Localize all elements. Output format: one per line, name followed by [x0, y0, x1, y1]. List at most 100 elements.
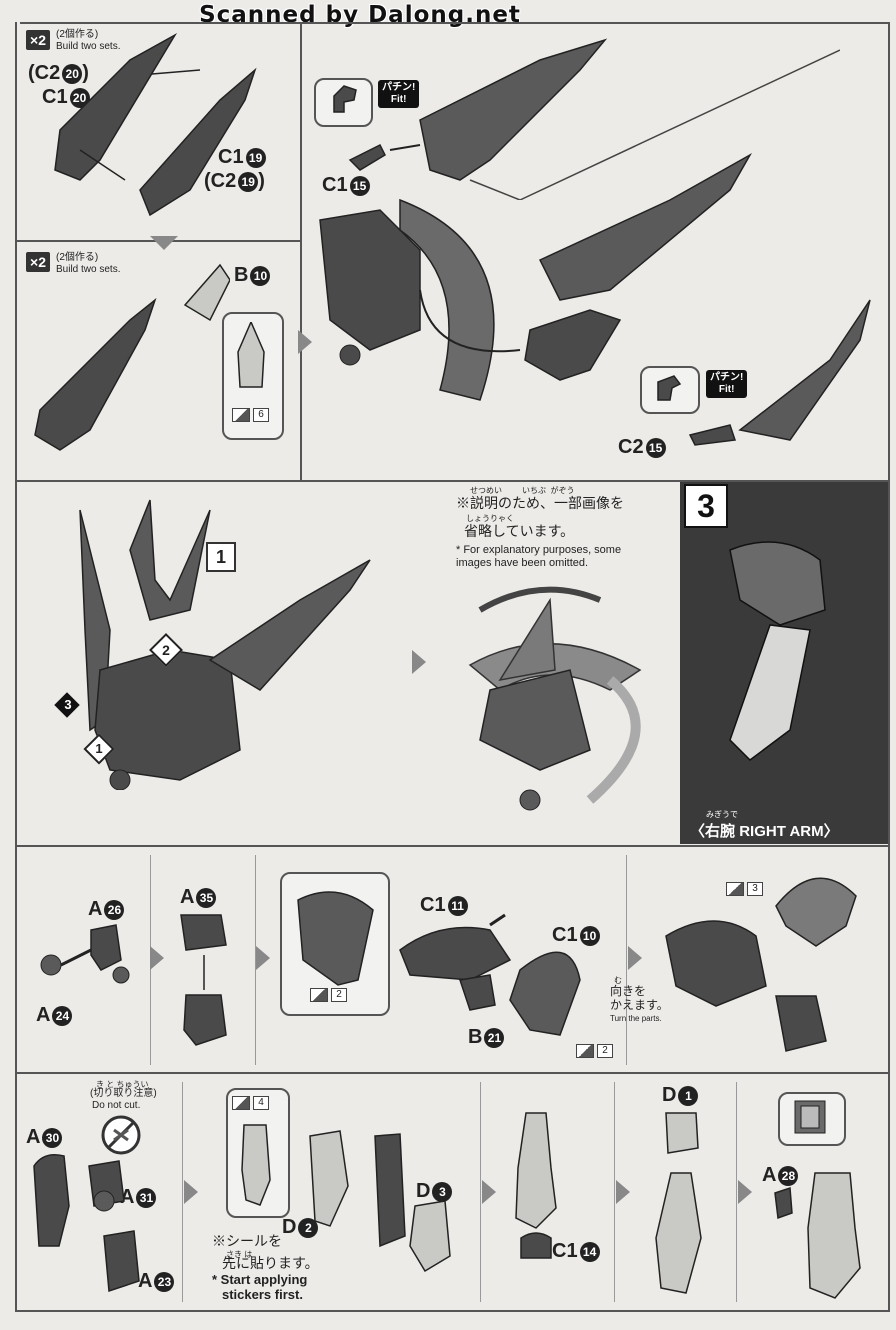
wing-part-illustration-b: [34, 263, 230, 451]
part-number: 31: [136, 1187, 157, 1208]
sticker-icon: [232, 1096, 250, 1110]
part-number: 14: [579, 1241, 600, 1262]
fit-badge-b: パチン! Fit!: [706, 370, 748, 398]
part-letter: C2: [618, 436, 644, 458]
turn-ruby: む: [614, 976, 622, 985]
part-letter: A: [180, 886, 195, 908]
wing-part-illustration-a: [54, 32, 257, 217]
part-letter: C1: [218, 146, 244, 168]
sticker-ref-2a: 2: [310, 988, 347, 1002]
omitted-note-jp-1: ※説明のため、一部画像を: [456, 495, 624, 511]
omitted-note-en: * For explanatory purposes, some images …: [456, 544, 622, 569]
shoulder-armor-illustration: [399, 913, 581, 1036]
right-arm-illustration: [729, 541, 826, 761]
sticker-ref-6: 6: [232, 408, 269, 422]
part-number: 20: [62, 63, 83, 84]
sticker-icon: [232, 408, 250, 422]
c2-15-detail-illustration: [657, 375, 682, 401]
sticker-icon: [310, 988, 328, 1002]
part-number: 35: [196, 887, 217, 908]
a26-a24-illustration: [40, 924, 130, 984]
part-letter: (C2: [204, 170, 237, 192]
forearm-assembly-illustration-b: [655, 1112, 702, 1294]
turn-parts-en: Turn the parts.: [610, 1014, 662, 1023]
part-number: 3: [432, 1181, 453, 1202]
part-letter: D: [662, 1084, 677, 1106]
arm-title-en: RIGHT ARM〉: [739, 823, 839, 840]
b10-detail-illustration: [237, 322, 265, 388]
forearm-parts-illustration: [33, 1154, 140, 1293]
part-number: 28: [778, 1165, 799, 1186]
arrow-right-icon-s3a: [150, 946, 164, 970]
arrow-right-icon-s2: [412, 650, 426, 674]
part-number: 23: [154, 1271, 175, 1292]
s4-divider-4: [736, 1082, 737, 1302]
sticker-note-en-1: * Start applying: [212, 1272, 308, 1287]
part-number: 15: [645, 437, 666, 458]
caution-jp: (切り取り注意): [90, 1088, 157, 1099]
arm-title-jp: 〈右腕: [690, 823, 736, 840]
sticker-4-part-illustration: [241, 1124, 271, 1206]
note-ruby-line: せつめい いちぶ がぞう: [470, 486, 574, 495]
part-number: 26: [104, 899, 125, 920]
wing-assembly-illustration-top: [348, 38, 840, 200]
part-letter: A: [120, 1186, 135, 1208]
frame-line-right: [888, 22, 890, 1312]
part-number: 1: [678, 1085, 699, 1106]
part-number: 24: [52, 1005, 73, 1026]
sticker-note-en-2: stickers first.: [222, 1287, 303, 1302]
part-letter: C1: [420, 894, 446, 916]
part-letter: C1: [552, 924, 578, 946]
sticker-note-jp-1: ※シールを: [212, 1233, 282, 1249]
part-letter: A: [36, 1004, 51, 1026]
ruby-gazou: がぞう: [550, 486, 575, 495]
build-two-sets-jp: (2個作る): [56, 29, 99, 40]
detail-bubble-c2-15: [640, 366, 700, 414]
sticker-number: 2: [331, 988, 347, 1002]
s3-divider-3: [626, 855, 627, 1065]
part-letter: A: [762, 1164, 777, 1186]
sticker-icon: [726, 882, 744, 896]
frame-line-left: [15, 22, 17, 1312]
part-letter: C1: [552, 1240, 578, 1262]
turn-parts-jp-1: 向きを: [610, 984, 647, 998]
part-letter: C1: [42, 86, 68, 108]
part-number: 20: [69, 87, 90, 108]
part-letter: B: [468, 1026, 483, 1048]
frame-line-section2-bottom: [15, 845, 890, 847]
callout-1-text: 1: [95, 741, 103, 756]
sticker-number: 4: [253, 1096, 269, 1110]
build-two-sets-en: Build two sets.: [56, 41, 121, 52]
sticker-number: 6: [253, 408, 269, 422]
step-badge-1: 1: [206, 542, 236, 572]
part-number: 11: [447, 895, 468, 916]
fit-en: Fit!: [718, 384, 735, 395]
turn-parts-jp-2: かえます。: [610, 998, 669, 1012]
part-letter: A: [138, 1270, 153, 1292]
sticker-number: 3: [747, 882, 763, 896]
build-two-sets-jp-b: (2個作る): [56, 252, 99, 263]
arrow-right-icon-s4b: [482, 1180, 496, 1204]
part-letter: B: [234, 264, 249, 286]
part-letter: A: [88, 898, 103, 920]
part-letter: C1: [322, 174, 348, 196]
arrow-down-icon: [150, 236, 178, 250]
frame-divider-s1: [300, 22, 302, 480]
part-number: 10: [579, 925, 600, 946]
